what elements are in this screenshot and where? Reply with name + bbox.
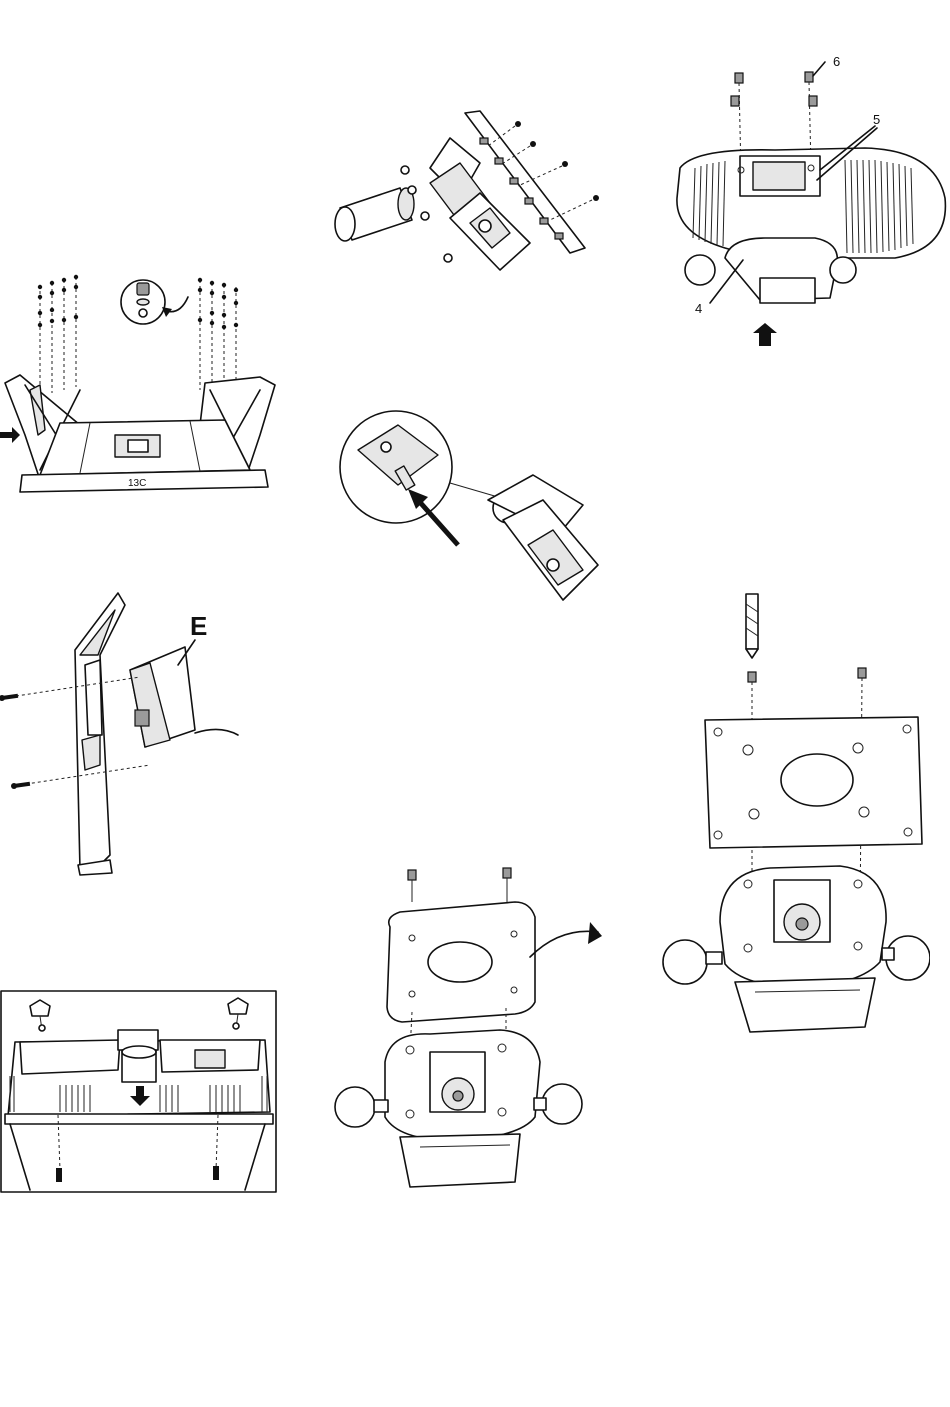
- callout-4: 4: [695, 301, 702, 316]
- screw-icon: [0, 694, 30, 789]
- hardware-detail-bubble: [121, 280, 188, 324]
- dust-port: [335, 188, 414, 241]
- figure-table-top: [0, 990, 278, 1194]
- label-e: E: [190, 611, 207, 641]
- knob-right: [542, 1084, 582, 1124]
- arrow-right-icon: [0, 427, 20, 443]
- knob-right: [228, 998, 248, 1029]
- knob-left: [30, 1000, 50, 1031]
- frame-body: 13C: [0, 375, 275, 492]
- curved-arrow-icon: [530, 931, 598, 957]
- figure-fence-assembly: [330, 108, 615, 288]
- screw-column-left: [38, 275, 78, 395]
- figure-motor-mount: E: [0, 585, 250, 880]
- figure-base-plate-callouts: 6 5 4: [665, 48, 950, 353]
- figure-pin-detail: [338, 405, 603, 620]
- knob-left: [663, 940, 707, 984]
- callout-6: 6: [833, 54, 840, 69]
- knob-right: [830, 257, 856, 283]
- arrow-up-icon: [753, 323, 777, 346]
- frame-stamp: 13C: [128, 478, 146, 489]
- figure-table-frame: 13C: [0, 265, 285, 500]
- screw-icon: [56, 1168, 62, 1182]
- arrow-up-icon: [418, 500, 458, 545]
- figure-router-plate-a: [330, 862, 610, 1192]
- knob-left: [685, 255, 715, 285]
- figure-router-plate-b: [660, 592, 930, 1037]
- knob-left: [335, 1087, 375, 1127]
- screw-column-right: [198, 278, 238, 397]
- drill-bit-icon: [746, 594, 758, 658]
- callout-5: 5: [873, 112, 880, 127]
